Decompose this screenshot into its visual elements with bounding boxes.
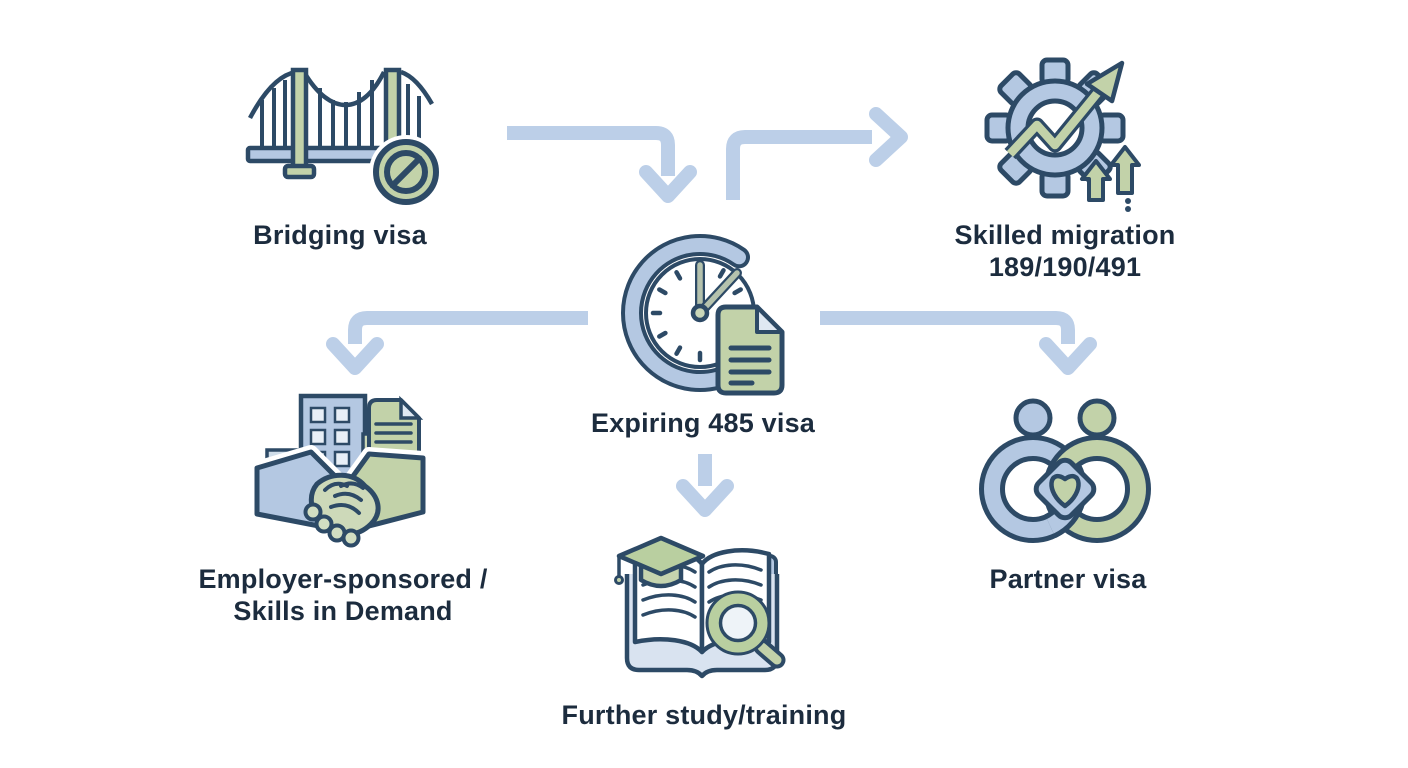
node-skilled-migration [984, 52, 1155, 212]
clock-document-icon [621, 234, 785, 396]
handshake-buildings-document-icon [250, 393, 430, 548]
open-book-gradcap-magnifier-icon [614, 535, 786, 679]
further-study-label: Further study/training [561, 700, 847, 730]
handshake-icon [250, 445, 430, 548]
arrow-center-to-skilled [726, 107, 908, 200]
bridge-no-entry-icon [245, 67, 443, 209]
skilled-migration-label-line1: Skilled migration [954, 220, 1176, 250]
arrow-center-to-study [676, 454, 734, 517]
arrow-center-to-partner [820, 311, 1097, 375]
skilled-migration-label-line2: 189/190/491 [988, 252, 1142, 282]
employer-sponsored-label-line1: Employer-sponsored / [198, 564, 488, 594]
arrow-bridging-to-center [507, 126, 697, 203]
document-icon [715, 304, 785, 396]
employer-sponsored-label-line2: Skills in Demand [233, 596, 453, 626]
arrow-center-to-employer [326, 311, 588, 375]
magnifier-icon [705, 590, 786, 669]
small-up-arrow-icon [1080, 159, 1112, 202]
node-bridging-visa [238, 56, 443, 209]
node-employer-sponsored [250, 390, 430, 555]
graduation-cap-icon [614, 535, 706, 589]
interlocked-partners-heart-icon [979, 398, 1151, 543]
node-further-study [605, 530, 800, 685]
small-up-arrow-icon [1109, 145, 1141, 195]
skilled-migration-label: Skilled migration 189/190/491 [890, 219, 1240, 283]
gear-growth-arrow-icon [984, 57, 1141, 212]
bridging-visa-label: Bridging visa [253, 220, 427, 250]
node-partner-visa [979, 392, 1151, 557]
expiring-485-visa-label: Expiring 485 visa [590, 408, 815, 438]
partner-visa-label: Partner visa [989, 564, 1147, 594]
heart-icon [1049, 474, 1081, 509]
node-expiring-485-visa [610, 225, 790, 410]
employer-sponsored-label: Employer-sponsored / Skills in Demand [143, 563, 543, 627]
